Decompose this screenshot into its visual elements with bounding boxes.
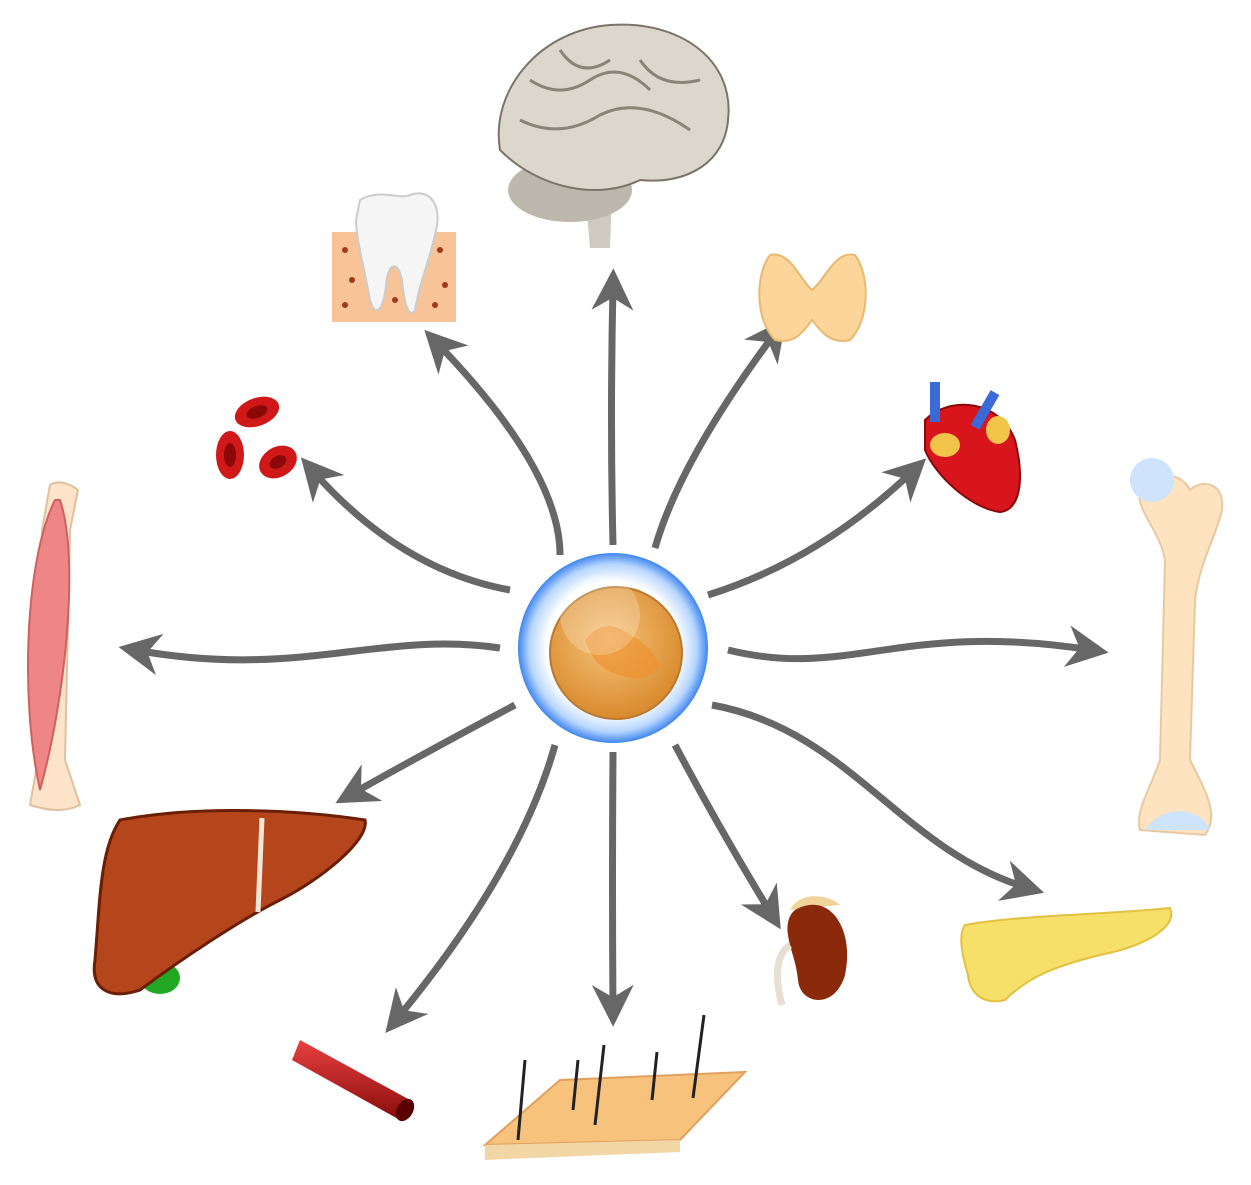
- muscle-icon: [27, 481, 82, 811]
- arrow-to-liver: [335, 701, 517, 804]
- arrow-to-brain: [591, 268, 634, 546]
- arrow-to-blood-vessel: [385, 744, 559, 1033]
- tooth-icon: [332, 192, 456, 322]
- arrow-to-blood-cells: [300, 457, 511, 594]
- kidney-icon: [774, 896, 848, 1006]
- brain-icon: [497, 23, 730, 248]
- arrows: [118, 268, 1109, 1033]
- arrow-to-heart: [706, 458, 927, 599]
- blood-vessel-icon: [292, 1040, 415, 1122]
- heart-icon: [924, 382, 1021, 514]
- red-blood-cells-icon: [216, 396, 297, 479]
- bone-icon: [1130, 458, 1224, 837]
- stem-cell-icon: [518, 553, 708, 743]
- thyroid-icon: [758, 253, 867, 342]
- liver-icon: [92, 809, 367, 996]
- arrow-to-tooth: [424, 329, 564, 556]
- pancreas-icon: [960, 906, 1173, 1003]
- arrow-to-kidney: [671, 743, 781, 930]
- arrow-to-bone: [727, 625, 1109, 667]
- skin-hair-icon: [482, 1014, 748, 1160]
- arrow-to-pancreas: [711, 701, 1045, 901]
- arrow-to-muscle: [118, 633, 501, 676]
- arrow-to-skin: [591, 751, 634, 1027]
- arrow-to-thyroid: [651, 318, 787, 549]
